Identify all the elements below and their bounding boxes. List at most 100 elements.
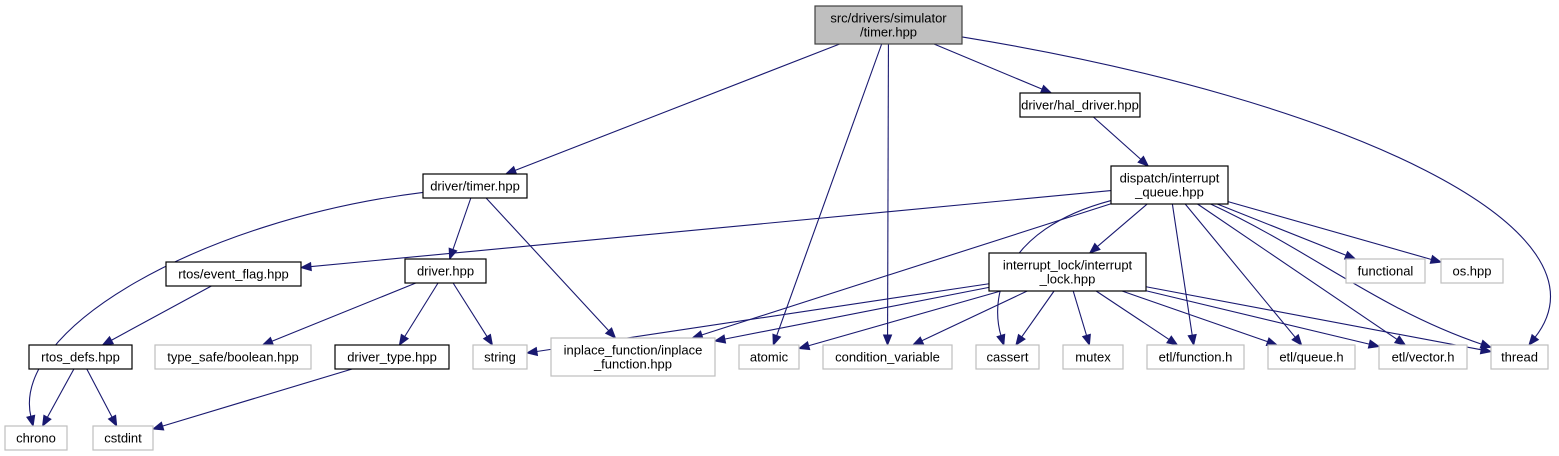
arrowhead-hal_driver-to-interrupt_queue [1137,155,1150,167]
edge-driver_type-to-cstdint [161,368,353,427]
edge-interrupt_queue-to-event_flag [309,190,1112,268]
arrowhead-rtos_defs-to-chrono [41,414,52,428]
node-interrupt-lock[interactable]: interrupt_lock/interrupt_lock.hpp [988,252,1147,292]
node-label: etl/queue.h [1279,350,1343,365]
node-box [1378,344,1468,370]
edge-driver_timer-to-driver [452,197,472,251]
node-functional: functional [1345,258,1426,284]
edge-interrupt_queue-to-thread [1210,203,1483,346]
arrowhead-interrupt_lock-to-etl_vector [1367,339,1381,349]
arrowhead-interrupt_queue-to-etl_function [1187,333,1197,347]
node-box [1440,258,1504,284]
node-box [1146,344,1245,370]
arrowhead-driver_type-to-cstdint [151,421,165,431]
node-rtos-defs[interactable]: rtos_defs.hpp [28,344,133,370]
node-thread: thread [1490,344,1549,370]
node-driver-timer[interactable]: driver/timer.hpp [422,173,528,199]
arrowhead-interrupt_lock-to-inplace_function [713,334,727,344]
arrowhead-interrupt_lock-to-etl_function [1166,335,1179,346]
node-label: /timer.hpp [860,25,917,40]
node-label: etl/function.h [1159,350,1233,365]
arrowhead-driver_timer-to-inplace_function [604,327,617,339]
node-box [1490,344,1549,370]
node-label: cstdint [104,431,142,446]
node-label: chrono [16,431,56,446]
edge-root-to-driver_timer [514,43,840,172]
edge-interrupt_queue-to-os [1227,201,1433,261]
arrowhead-driver-to-driver_type [398,333,410,347]
arrowhead-interrupt_queue-to-functional [1343,250,1357,260]
arrowhead-rtos_defs-to-cstdint [107,414,118,428]
arrowhead-interrupt_lock-to-condition_variable [911,336,925,346]
node-etl-vector: etl/vector.h [1378,344,1468,370]
node-box [550,337,716,377]
arrowhead-interrupt_queue-to-cassert [996,333,1006,347]
arrowhead-interrupt_queue-to-etl_queue [1291,333,1303,347]
node-box [1062,344,1124,370]
node-box [28,344,133,370]
node-label: mutex [1075,350,1111,365]
node-string: string [472,344,528,370]
node-driver[interactable]: driver.hpp [404,258,487,284]
node-label: _lock.hpp [1039,272,1096,287]
node-mutex: mutex [1062,344,1124,370]
node-chrono: chrono [4,425,68,451]
edge-interrupt_lock-to-thread [1145,286,1483,351]
node-box [1110,165,1229,205]
edge-interrupt_lock-to-mutex [1072,290,1088,337]
arrowhead-interrupt_queue-to-os [1429,254,1443,264]
node-hal-driver[interactable]: driver/hal_driver.hpp [1019,92,1141,118]
edge-interrupt_queue-to-etl_queue [1184,203,1297,339]
node-cassert: cassert [975,344,1040,370]
node-etl-queue: etl/queue.h [1267,344,1356,370]
node-driver-type[interactable]: driver_type.hpp [334,344,450,370]
arrowhead-driver-to-string [482,333,494,347]
arrowhead-interrupt_queue-to-interrupt_lock [1088,242,1101,254]
nodes-layer: src/drivers/simulator/timer.hpp driver/ha… [4,5,1549,451]
node-box [1267,344,1356,370]
edge-interrupt_lock-to-etl_queue [1121,290,1269,343]
node-label: etl/vector.h [1392,350,1455,365]
arrowhead-interrupt_lock-to-thread [1479,345,1493,355]
arrowhead-driver-to-boolean [261,336,275,346]
edge-driver_timer-to-chrono [28,191,424,418]
node-label: src/drivers/simulator [830,11,947,26]
node-cstdint: cstdint [92,425,154,451]
node-boolean: type_safe/boolean.hpp [154,344,312,370]
node-label: _function.hpp [593,357,672,372]
node-box [1345,258,1426,284]
node-event-flag[interactable]: rtos/event_flag.hpp [165,261,302,287]
edge-interrupt_queue-to-etl_function [1171,203,1193,337]
edge-interrupt_queue-to-interrupt_lock [1096,203,1148,248]
edge-interrupt_lock-to-cassert [1020,290,1055,338]
edges-layer [26,36,1551,431]
arrowhead-root-to-driver_timer [504,165,518,175]
node-label: inplace_function/inplace [564,343,703,358]
node-label: condition_variable [835,350,940,365]
node-box [988,252,1147,292]
node-box [154,344,312,370]
node-label: interrupt_lock/interrupt [1003,258,1133,273]
node-condition-variable: condition_variable [822,344,953,370]
node-label: string [484,350,516,365]
node-root[interactable]: src/drivers/simulator/timer.hpp [814,5,963,45]
node-label: driver_type.hpp [347,350,437,365]
edge-interrupt_queue-to-etl_vector [1197,203,1399,341]
edge-interrupt_queue-to-inplace_function [700,203,1112,336]
edge-driver-to-driver_type [403,282,439,338]
node-box [975,344,1040,370]
edge-driver-to-string [452,282,489,338]
edge-rtos_defs-to-chrono [46,368,75,419]
node-box [92,425,154,451]
edge-interrupt_lock-to-etl_function [1095,290,1171,341]
node-label: atomic [750,350,789,365]
edge-interrupt_lock-to-condition_variable [920,290,1028,342]
node-label: _queue.hpp [1134,185,1204,200]
arrowhead-interrupt_lock-to-etl_queue [1265,337,1279,347]
edge-driver_timer-to-inplace_function [485,197,610,332]
edge-root-to-thread [961,36,1551,339]
node-etl-function: etl/function.h [1146,344,1245,370]
node-label: dispatch/interrupt [1120,171,1220,186]
node-interrupt-queue[interactable]: dispatch/interrupt_queue.hpp [1110,165,1229,205]
